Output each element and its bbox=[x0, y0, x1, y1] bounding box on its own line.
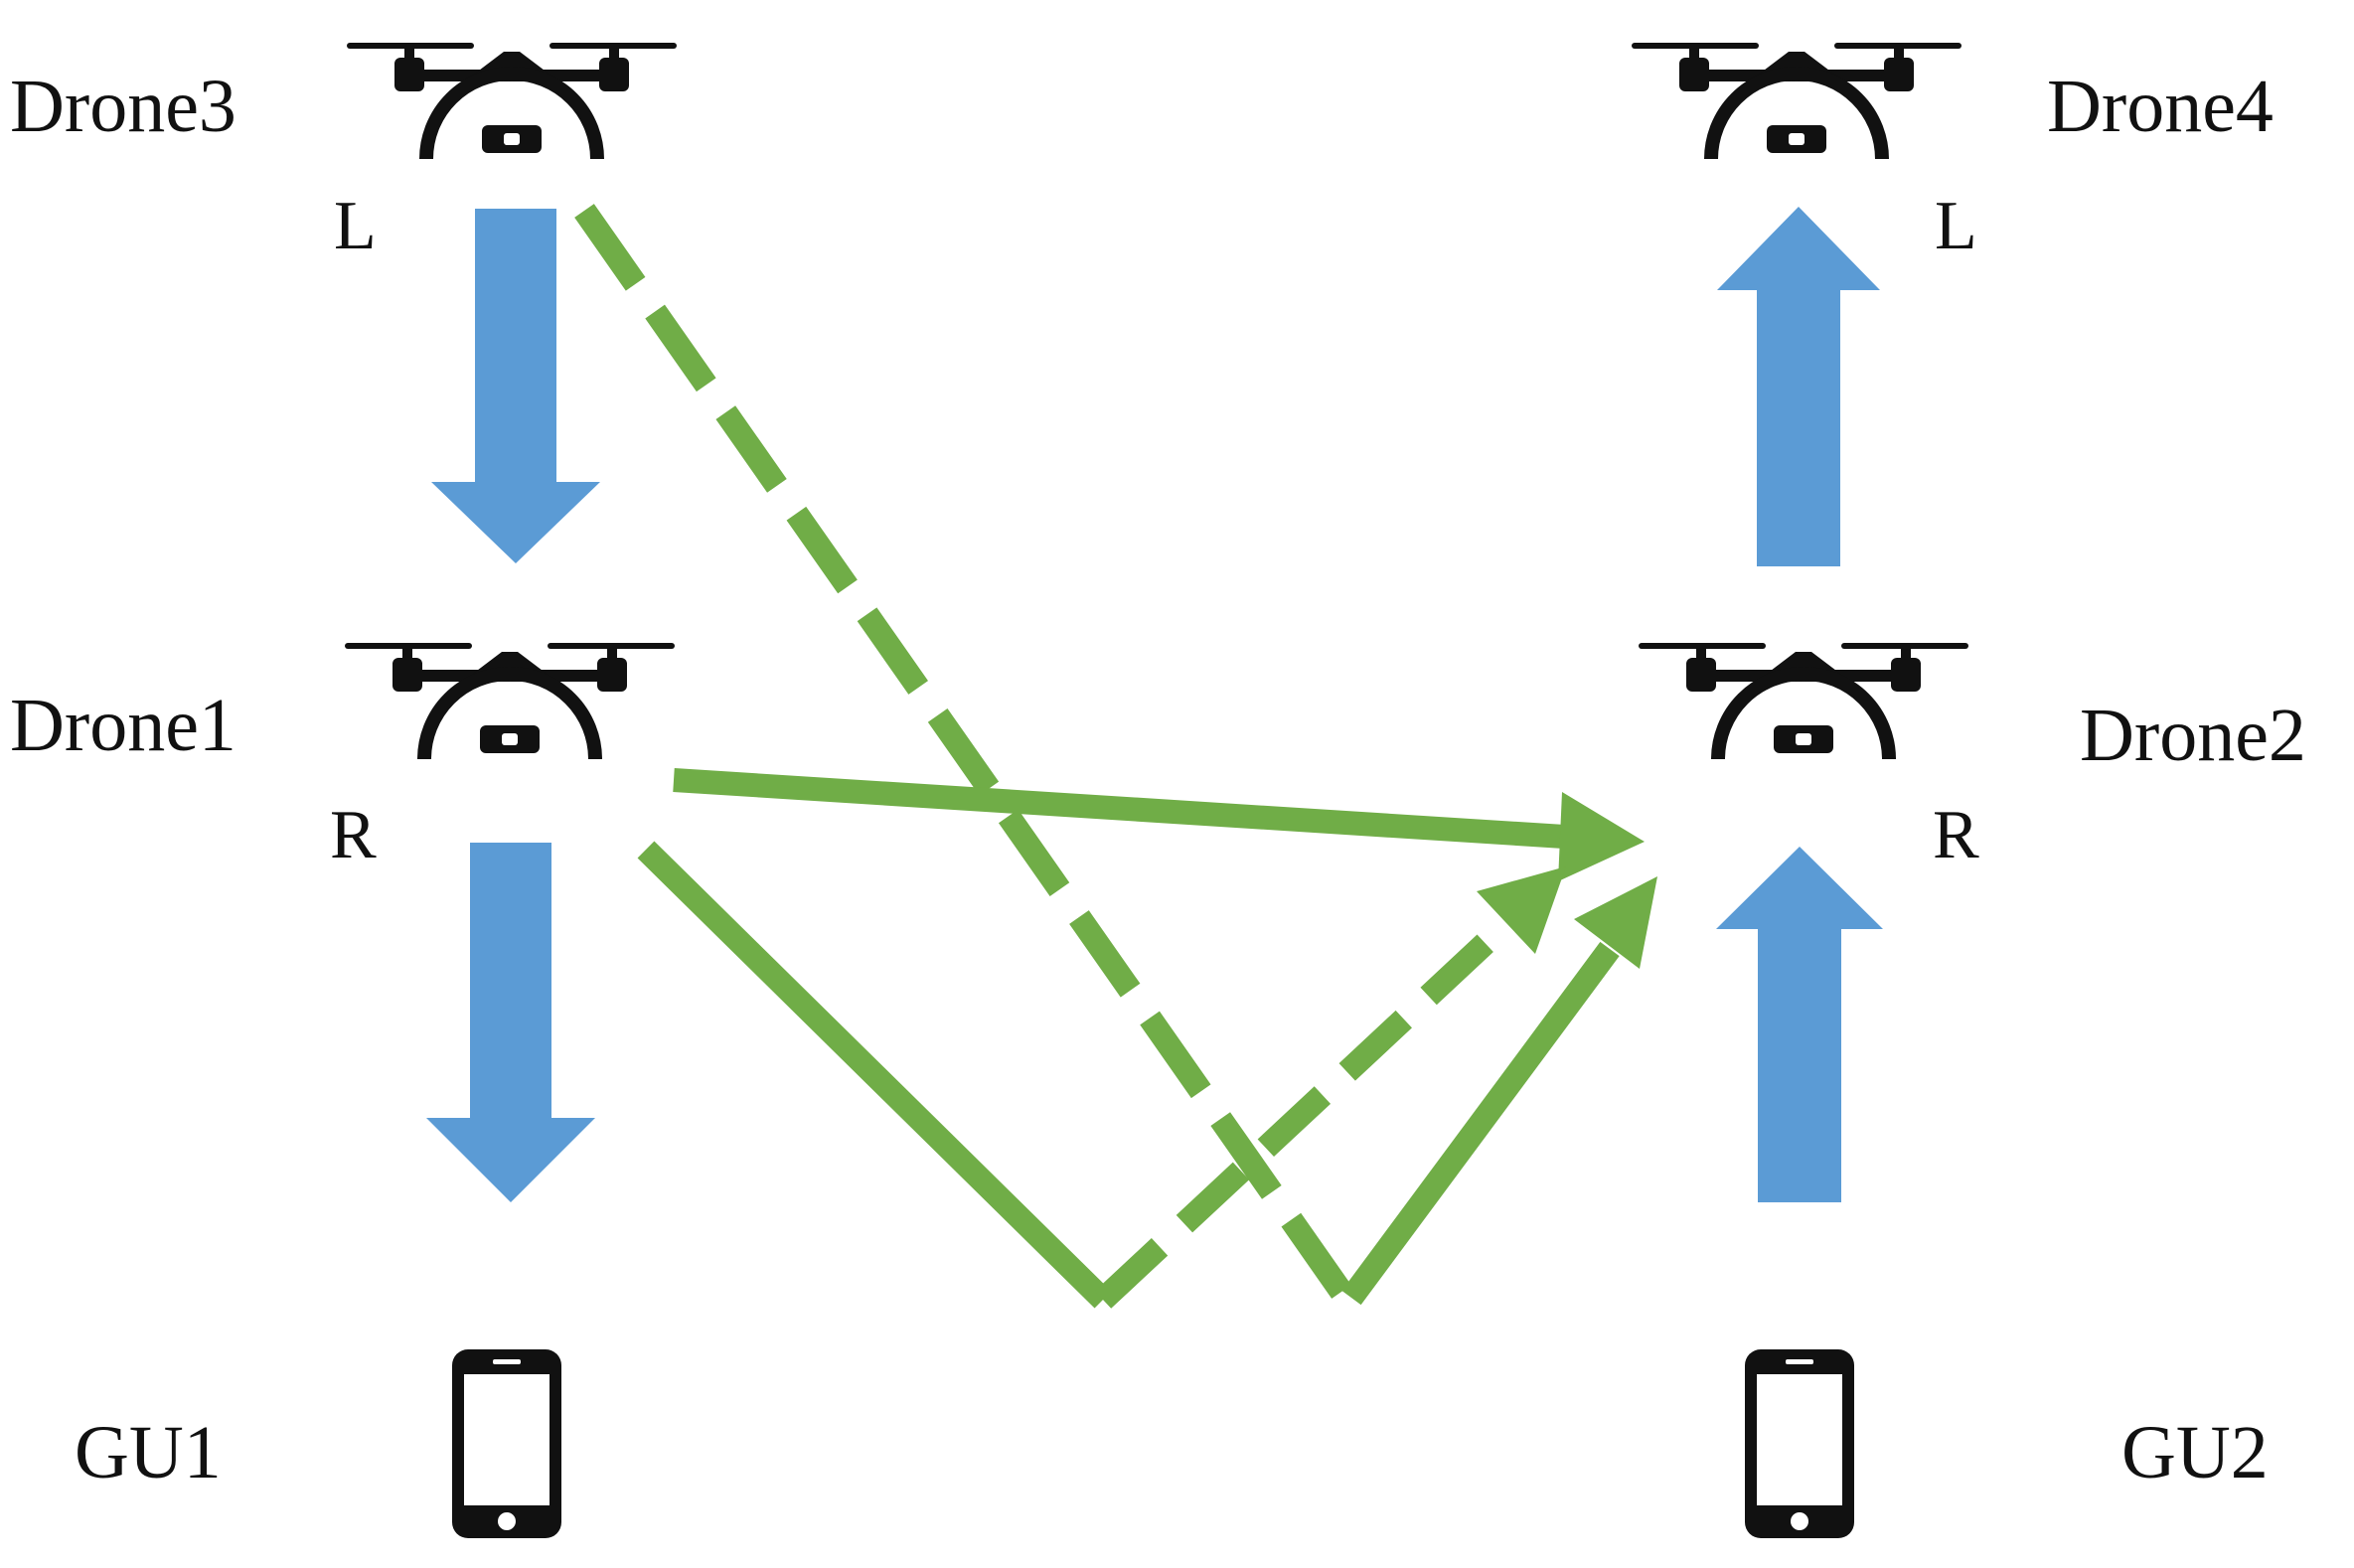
drone-icon bbox=[347, 43, 677, 159]
drone3-role-label: L bbox=[334, 188, 377, 264]
drone1-role-label: R bbox=[330, 797, 377, 873]
drone4-role-label: L bbox=[1935, 188, 1977, 264]
drone3-label: Drone3 bbox=[10, 65, 236, 148]
link-ground-drone2-dashed bbox=[1094, 920, 1509, 1309]
drone1-label: Drone1 bbox=[10, 684, 236, 767]
arrowhead-drone1-drone2-direct bbox=[1558, 792, 1645, 881]
blue-links bbox=[426, 207, 1883, 1202]
arrow-drone3-to-drone1 bbox=[431, 209, 600, 563]
drone-icon bbox=[1632, 43, 1962, 159]
drone2-role-label: R bbox=[1933, 797, 1979, 873]
drone2-label: Drone2 bbox=[2080, 694, 2306, 777]
arrowhead-ground-drone2-solid bbox=[1574, 876, 1657, 969]
drone-icon bbox=[345, 643, 675, 759]
smartphone-icon bbox=[1745, 1349, 1854, 1538]
arrow-drone1-to-gu1 bbox=[426, 843, 595, 1202]
drone4-label: Drone4 bbox=[2047, 65, 2274, 148]
drone-icon bbox=[1639, 643, 1968, 759]
gu2-label: GU2 bbox=[2121, 1411, 2269, 1494]
green-links bbox=[574, 204, 1657, 1309]
link-ground-drone2-solid bbox=[1341, 941, 1620, 1306]
arrow-gu2-to-drone2 bbox=[1716, 847, 1883, 1202]
link-drone3-ground-dashed bbox=[574, 204, 1351, 1299]
gu1-label: GU1 bbox=[75, 1411, 222, 1494]
link-drone1-ground bbox=[637, 841, 1112, 1309]
arrowhead-ground-drone2-dashed bbox=[1477, 866, 1566, 954]
arrow-drone2-to-drone4 bbox=[1717, 207, 1880, 566]
link-drone1-drone2-direct bbox=[673, 768, 1581, 850]
smartphone-icon bbox=[452, 1349, 561, 1538]
